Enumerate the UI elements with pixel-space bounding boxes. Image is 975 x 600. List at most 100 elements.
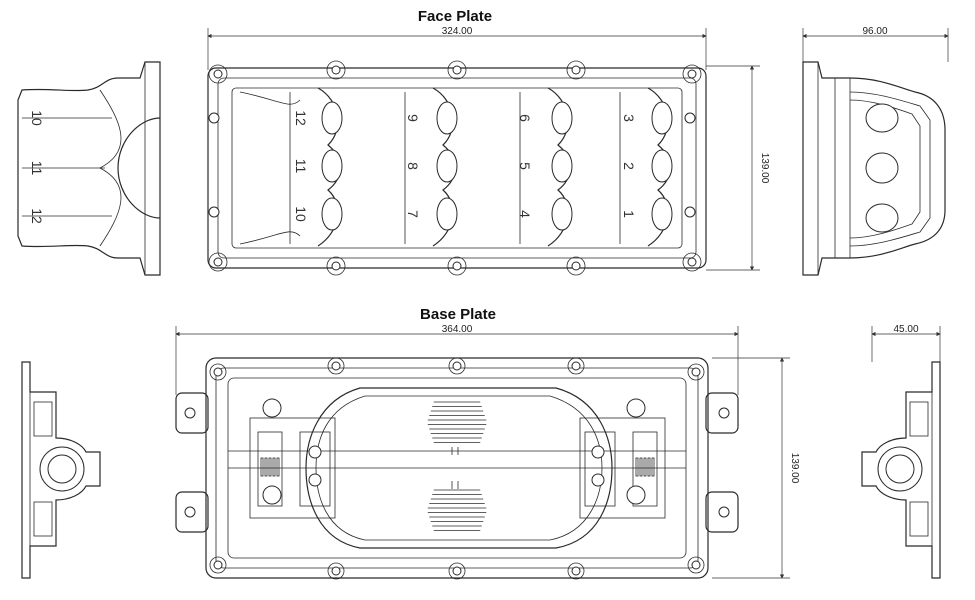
port-label: 3 [621,114,637,122]
base-plate-width-dimension: 364.00 [175,324,739,395]
clamp-slot [264,457,268,477]
base-plate-height-dimension: 139.00 [712,357,800,579]
mounting-tab [209,556,227,574]
clamp-slot [651,457,655,477]
clamp-slot [635,457,639,477]
mounting-tab [327,562,345,580]
mounting-tab [326,256,346,276]
side-port-label: 12 [29,208,45,224]
mounting-tab [208,64,228,84]
mounting-tab [687,363,705,381]
base-plate-height-label: 139.00 [789,453,800,484]
port-contour [239,91,301,105]
mounting-hole [331,361,341,371]
side-port-label: 11 [29,161,45,176]
mounting-hole [571,261,581,271]
base-plate-side-dim-label: 45.00 [893,324,918,335]
mounting-hole [571,361,581,371]
mounting-hole [452,566,462,576]
face-plate-height-label: 139.00 [759,153,770,184]
mounting-hole [571,566,581,576]
mounting-tab [447,60,467,80]
mounting-hole [213,560,223,570]
port-label: 11 [293,159,309,174]
mounting-hole [691,560,701,570]
port-label: 12 [293,110,309,126]
port-label: 9 [405,114,421,122]
cable-port [651,101,673,135]
base-plate-front-view [175,357,739,580]
face-plate-width-dimension: 324.00 [207,26,707,70]
port-label: 8 [405,162,421,170]
mounting-tab [208,252,228,272]
base-plate-right-side-view [861,326,941,579]
port-label: 5 [517,162,533,170]
face-plate-right-side-view [802,28,949,276]
mounting-tab [448,562,466,580]
clamp-slot [272,457,276,477]
cable-port [651,149,673,183]
mounting-tab [448,357,466,375]
cable-port [651,197,673,231]
face-plate-height-dimension: 139.00 [706,65,770,271]
mounting-hole [452,261,462,271]
mounting-hole [452,65,462,75]
cable-port [436,101,458,135]
mounting-tab [326,60,346,80]
cable-port [551,197,573,231]
port-label: 6 [517,114,533,122]
mounting-hole [213,257,223,267]
face-plate-title: Face Plate [418,8,492,25]
port-label: 10 [293,206,309,222]
face-plate-left-side-view [17,61,161,276]
mounting-tab [327,357,345,375]
mounting-tab [687,556,705,574]
cable-port [321,101,343,135]
cable-port [436,197,458,231]
face-plate-width-label: 324.00 [442,26,473,37]
mounting-hole [331,65,341,75]
port-contour [239,231,301,245]
mounting-tab [682,252,702,272]
mounting-hole [691,367,701,377]
cable-port [321,197,343,231]
cable-port [551,149,573,183]
mounting-hole [452,361,462,371]
mounting-tab [567,562,585,580]
mounting-tab [447,256,467,276]
side-hole [684,112,696,124]
side-hole [208,112,220,124]
clamp-slot [276,457,280,477]
clamp-slot [268,457,272,477]
mounting-tab [682,64,702,84]
base-plate-title: Base Plate [420,306,496,323]
cable-port [321,149,343,183]
mounting-hole [213,69,223,79]
mounting-hole [571,65,581,75]
clamp-slot [639,457,643,477]
clamp-slot [647,457,651,477]
base-plate-left-side-view [21,361,101,579]
base-plate-width-label: 364.00 [442,324,473,335]
mounting-tab [209,363,227,381]
mounting-tab [566,256,586,276]
mounting-hole [331,566,341,576]
mounting-hole [687,257,697,267]
mounting-hole [213,367,223,377]
mounting-hole [331,261,341,271]
side-hole [208,206,220,218]
cable-port [436,149,458,183]
cable-port [551,101,573,135]
port-label: 2 [621,162,637,170]
port-label: 4 [517,210,533,218]
side-hole [684,206,696,218]
mounting-hole [687,69,697,79]
clamp-slot [260,457,264,477]
clamp-slot [643,457,647,477]
side-port-label: 10 [29,110,45,126]
mounting-tab [567,357,585,375]
port-label: 1 [621,210,637,218]
mounting-tab [566,60,586,80]
